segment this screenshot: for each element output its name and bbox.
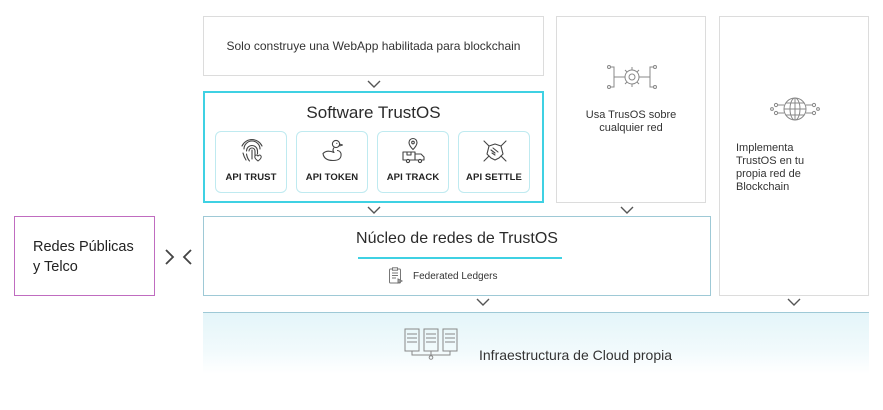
software-trustos-box: Software TrustOS API TRUST AP [203,91,544,203]
api-label: API TRACK [386,172,440,183]
nucleo-underline [358,257,562,259]
api-card-trust: API TRUST [215,131,287,193]
delivery-truck-icon [402,137,425,164]
bidirectional-arrow-icon [165,249,192,265]
handshake-icon [483,140,507,162]
api-label: API SETTLE [466,172,522,183]
redes-line1: Redes Públicas [33,239,134,255]
implementa-line1: Implementa [736,142,794,154]
infraestructura-box: Infraestructura de Cloud propia [203,312,869,374]
software-title: Software TrustOS [306,103,441,122]
fingerprint-icon [241,139,263,162]
ledger-document-icon [389,267,404,284]
server-rack-icon [404,328,458,360]
gear-network-icon [607,65,657,89]
implementa-line3: propia red de [736,168,801,180]
redes-text: Redes Públicas y Telco [33,237,134,277]
implementa-box: Implementa TrustOS en tu propia red de B… [719,16,869,296]
chevron-down-icon [787,298,801,307]
api-label: API TRUST [225,172,277,183]
nucleo-subtitle: Federated Ledgers [413,271,498,282]
api-label: API TOKEN [305,172,359,183]
implementa-line4: Blockchain [736,181,790,193]
implementa-line2: TrustOS en tu [736,155,805,167]
api-card-track: API TRACK [377,131,449,193]
chevron-down-icon [476,298,490,307]
nucleo-title: Núcleo de redes de TrustOS [356,230,558,247]
globe-network-icon [770,97,820,121]
nucleo-box: Núcleo de redes de TrustOS Federated Led… [203,216,711,296]
webapp-box: Solo construye una WebApp habilitada par… [203,16,544,76]
chevron-down-icon [367,206,381,215]
infra-text: Infraestructura de Cloud propia [479,347,672,363]
api-card-token: API TOKEN [296,131,368,193]
usa-text: Usa TrusOS sobre cualquier red [557,109,705,135]
api-card-settle: API SETTLE [458,131,530,193]
redes-line2: y Telco [33,259,78,275]
webapp-text: Solo construye una WebApp habilitada par… [226,39,521,53]
implementa-text: Implementa TrustOS en tu propia red de B… [736,142,846,194]
duck-icon [322,139,344,162]
usa-text-line2: cualquier red [599,122,663,134]
usa-trustos-box: Usa TrusOS sobre cualquier red [556,16,706,203]
chevron-down-icon [620,206,634,215]
usa-text-line1: Usa TrusOS sobre [585,109,677,121]
chevron-down-icon [367,80,381,89]
redes-publicas-box: Redes Públicas y Telco [14,216,155,296]
